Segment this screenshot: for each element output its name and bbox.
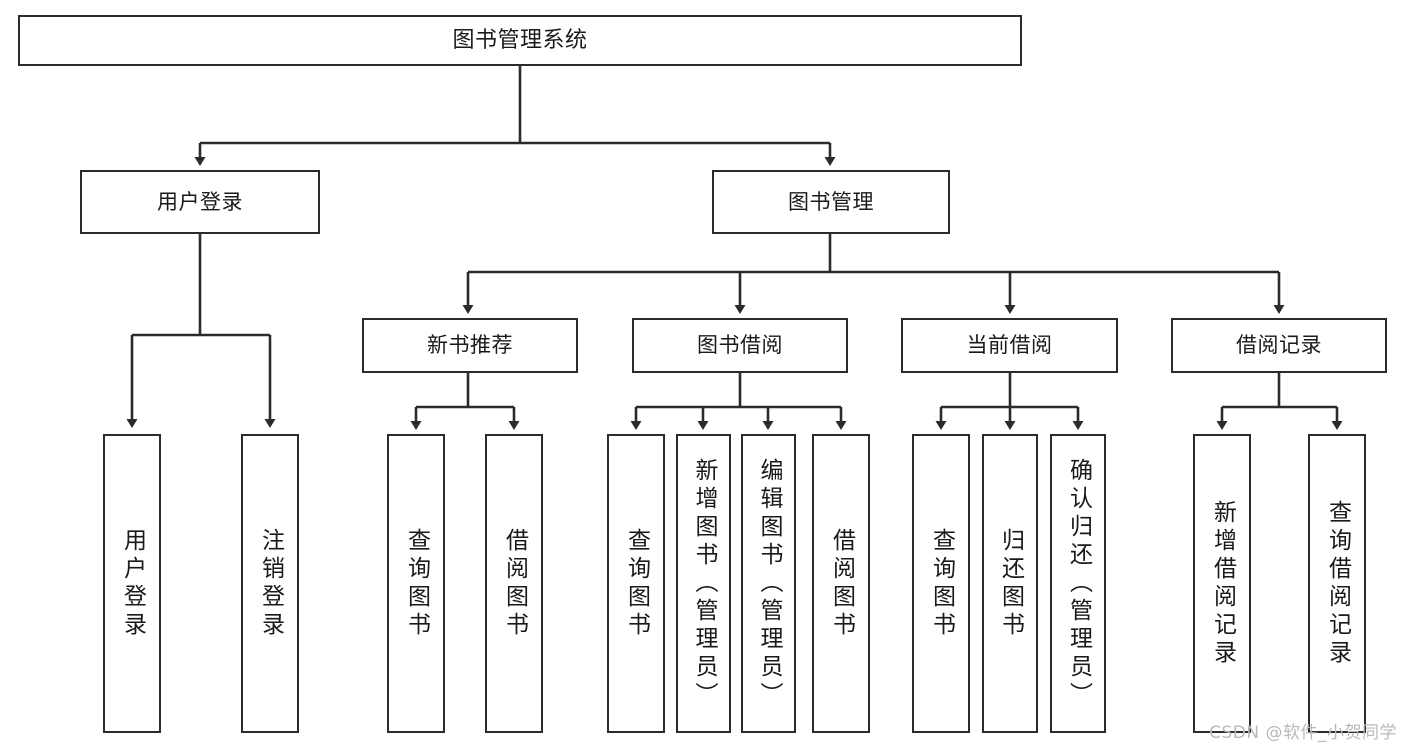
node-label: 注销登录 [257, 527, 284, 640]
node-label: 借阅记录 [1236, 333, 1322, 358]
node-label: 当前借阅 [966, 333, 1053, 358]
node-label: 确认归还（管理员） [1065, 457, 1092, 710]
node-label: 图书管理系统 [452, 27, 588, 53]
node-leaf-logout-login[interactable]: 注销登录 [241, 434, 299, 733]
node-label: 新增借阅记录 [1209, 499, 1236, 668]
node-leaf-borrow-book-recommend[interactable]: 借阅图书 [485, 434, 543, 733]
node-leaf-query-book-borrow[interactable]: 查询图书 [607, 434, 665, 733]
node-label: 用户登录 [119, 527, 146, 640]
node-user-login[interactable]: 用户登录 [80, 170, 320, 234]
node-label: 归还图书 [997, 527, 1024, 640]
node-book-borrow[interactable]: 图书借阅 [632, 318, 848, 373]
node-leaf-borrow-book[interactable]: 借阅图书 [812, 434, 870, 733]
node-label: 新增图书（管理员） [691, 457, 717, 710]
node-label: 借阅图书 [501, 527, 528, 640]
node-leaf-query-borrow-record[interactable]: 查询借阅记录 [1308, 434, 1366, 733]
csdn-watermark: CSDN @软件_小贺同学 [1209, 723, 1397, 743]
node-label: 图书借阅 [697, 333, 783, 358]
node-borrow-record[interactable]: 借阅记录 [1171, 318, 1387, 373]
node-leaf-add-book[interactable]: 新增图书（管理员） [676, 434, 731, 733]
node-label: 借阅图书 [828, 527, 855, 640]
node-label: 查询图书 [623, 527, 650, 640]
node-label: 查询借阅记录 [1324, 499, 1351, 668]
node-current-borrow[interactable]: 当前借阅 [901, 318, 1118, 373]
node-leaf-return-book[interactable]: 归还图书 [982, 434, 1038, 733]
node-leaf-add-borrow-record[interactable]: 新增借阅记录 [1193, 434, 1251, 733]
node-leaf-query-book-recommend[interactable]: 查询图书 [387, 434, 445, 733]
node-leaf-edit-book[interactable]: 编辑图书（管理员） [741, 434, 796, 733]
node-new-book-recommend[interactable]: 新书推荐 [362, 318, 578, 373]
node-label: 用户登录 [157, 189, 243, 214]
node-leaf-confirm-return[interactable]: 确认归还（管理员） [1050, 434, 1106, 733]
node-label: 查询图书 [403, 527, 430, 640]
node-label: 编辑图书（管理员） [756, 457, 782, 710]
node-label: 查询图书 [928, 527, 955, 640]
node-book-management-system[interactable]: 图书管理系统 [18, 15, 1022, 66]
node-leaf-query-book-current[interactable]: 查询图书 [912, 434, 970, 733]
node-label: 新书推荐 [427, 333, 513, 358]
node-book-management[interactable]: 图书管理 [712, 170, 950, 234]
node-leaf-user-login[interactable]: 用户登录 [103, 434, 161, 733]
node-label: 图书管理 [788, 189, 874, 214]
